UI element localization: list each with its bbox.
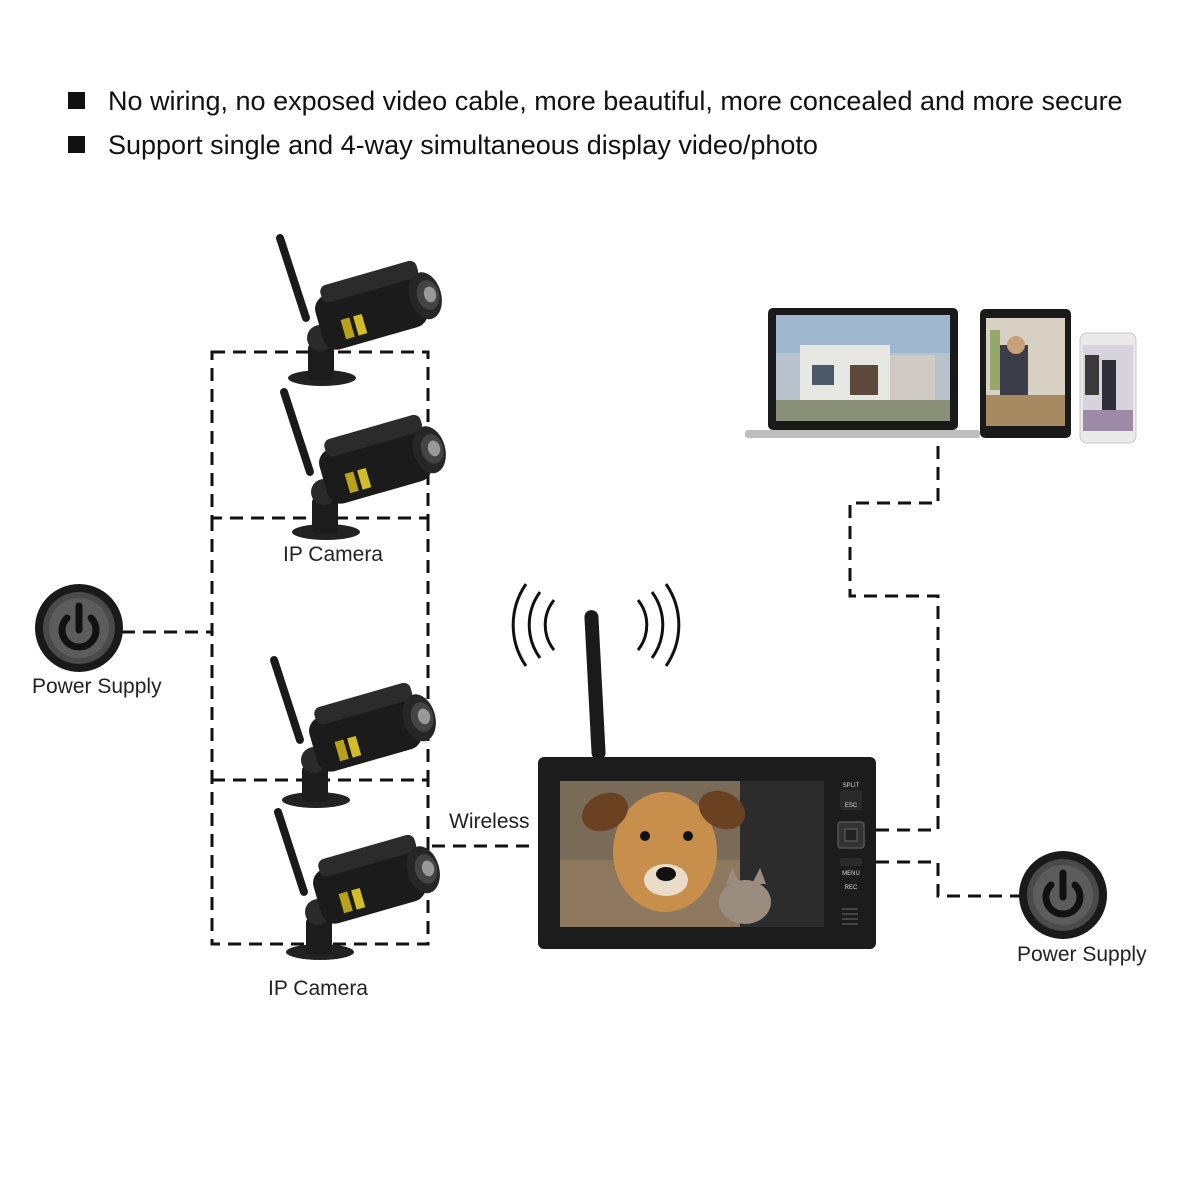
tablet-icon [980,309,1071,438]
feature-item-2: Support single and 4-way simultaneous di… [68,128,1123,172]
monitor-button-split: SPLIT [843,783,860,789]
monitor-button-rec: REC [845,885,858,891]
power-supply-label-left: Power Supply [32,675,162,698]
ip-camera-label-top: IP Camera [283,543,383,566]
power-supply-right-icon [1019,851,1107,939]
wireless-label: Wireless [449,810,530,833]
monitor-icon: SPLIT ESC MENU REC [538,610,876,949]
ip-camera-label-bottom: IP Camera [268,977,368,1000]
power-supply-label-right: Power Supply [1017,943,1147,966]
feature-item-1: No wiring, no exposed video cable, more … [68,84,1123,128]
feature-text-2: Support single and 4-way simultaneous di… [108,130,818,160]
bullet-square-icon [68,92,85,109]
ip-camera-4 [272,806,447,960]
phone-icon [1079,332,1137,444]
monitor-button-esc: ESC [845,803,858,809]
wifi-signal-icon [511,583,681,667]
monitor-button-menu: MENU [842,871,860,877]
bullet-square-icon [68,136,85,153]
laptop-icon [745,308,980,438]
ip-camera-3 [268,654,443,808]
feature-list: No wiring, no exposed video cable, more … [68,84,1123,172]
feature-text-1: No wiring, no exposed video cable, more … [108,86,1123,116]
ip-camera-1 [274,232,449,386]
power-supply-left-icon [35,584,123,672]
